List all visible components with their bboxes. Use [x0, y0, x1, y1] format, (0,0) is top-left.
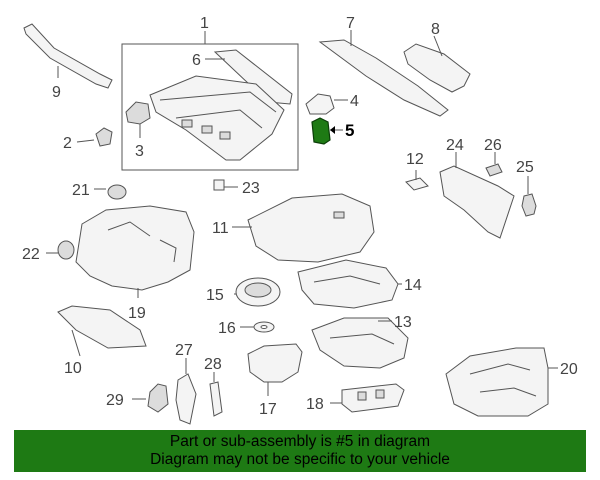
rear-shelf-panel[interactable] [149, 75, 285, 161]
callout-26: 26 [484, 137, 502, 154]
part-8-side-trim[interactable] [403, 43, 471, 93]
callout-10: 10 [64, 360, 82, 377]
part-7-cargo-cover[interactable] [318, 39, 449, 117]
part-notice-banner: Part or sub-assembly is #5 in diagram Di… [14, 430, 586, 472]
callout-29: 29 [106, 392, 124, 409]
callout-18: 18 [306, 396, 324, 413]
callout-28: 28 [204, 356, 222, 373]
callout-20: 20 [560, 361, 578, 378]
callout-24: 24 [446, 137, 464, 154]
callout-16: 16 [218, 320, 236, 337]
callout-23: 23 [242, 180, 260, 197]
notice-line-2: Diagram may not be specific to your vehi… [150, 451, 450, 468]
callout-5: 5 [345, 121, 354, 140]
callout-2: 2 [63, 135, 72, 152]
part-13-tray[interactable] [311, 317, 409, 369]
callout-11: 11 [212, 220, 229, 237]
part-3-clip[interactable] [125, 101, 151, 125]
notice-line-1: Part or sub-assembly is #5 in diagram [169, 433, 431, 450]
part-24-trim-panel[interactable] [439, 165, 515, 239]
part-2-fastener[interactable] [95, 127, 113, 147]
part-18-bracket[interactable] [341, 383, 405, 413]
callout-7: 7 [346, 15, 355, 32]
callout-19: 19 [128, 305, 146, 322]
callout-21: 21 [72, 182, 90, 199]
callout-8: 8 [431, 21, 440, 38]
part-21-nut[interactable] [107, 184, 127, 200]
part-22-clip[interactable] [57, 240, 75, 260]
callout-14: 14 [404, 277, 422, 294]
part-20-side-trim[interactable] [445, 347, 549, 417]
part-4-bracket[interactable] [305, 93, 335, 115]
part-9-strap[interactable] [23, 23, 113, 89]
part-25-push-pin[interactable] [521, 193, 537, 217]
part-23-pad[interactable] [213, 179, 225, 191]
callout-9: 9 [52, 84, 61, 101]
callout-27: 27 [175, 342, 193, 359]
part-11-floor-mat[interactable] [247, 193, 375, 263]
callout-15: 15 [206, 287, 224, 304]
part-28-pin[interactable] [209, 381, 223, 417]
callout-1: 1 [200, 15, 209, 32]
part-14-storage-tray[interactable] [297, 259, 399, 309]
part-17-bin[interactable] [247, 343, 303, 383]
part-5-highlighted[interactable] [311, 117, 331, 145]
part-10-floor-trim[interactable] [57, 305, 147, 349]
part-27-pin[interactable] [175, 373, 197, 425]
parts-diagram: 1 2 3 4 5 6 7 8 9 10 11 12 13 14 15 16 1… [22, 15, 578, 425]
callout-6: 6 [192, 52, 201, 69]
callout-3: 3 [135, 143, 144, 160]
callout-17: 17 [259, 401, 277, 418]
callout-22: 22 [22, 246, 40, 263]
callout-25: 25 [516, 159, 534, 176]
assembly-1-frame [121, 43, 299, 171]
part-19-side-trim[interactable] [75, 205, 195, 291]
part-12-pad[interactable] [405, 177, 429, 191]
part-29-plug[interactable] [147, 383, 169, 413]
callout-4: 4 [350, 93, 359, 110]
callout-12: 12 [406, 151, 424, 168]
part-26-pad[interactable] [485, 163, 503, 177]
callout-13: 13 [394, 314, 412, 331]
